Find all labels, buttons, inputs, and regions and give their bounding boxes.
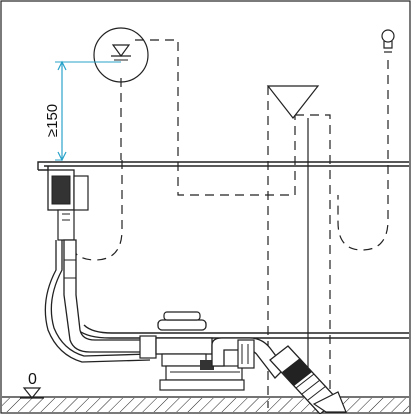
floor-level-label: 0 bbox=[28, 371, 37, 388]
dimension-indicator bbox=[55, 60, 121, 162]
funnel-symbol bbox=[266, 85, 320, 395]
drain-plug bbox=[157, 319, 207, 331]
dashed-overflow-route bbox=[135, 39, 296, 196]
floor-level-marker-icon bbox=[22, 387, 42, 399]
dimension-label: ≥150 bbox=[44, 103, 62, 138]
dashed-drain-route bbox=[295, 114, 331, 390]
bulb-icon bbox=[381, 29, 395, 53]
hidden-lines bbox=[67, 39, 389, 408]
overflow-head bbox=[47, 169, 89, 241]
water-level-symbol bbox=[93, 27, 149, 83]
floor bbox=[2, 396, 409, 412]
bathtub-bottom bbox=[77, 324, 409, 339]
control-cables bbox=[44, 240, 151, 363]
overflow-pipe bbox=[63, 239, 151, 353]
water-level-triangle-icon bbox=[111, 44, 131, 58]
floor-hatching bbox=[2, 398, 409, 412]
bathtub-rim bbox=[37, 161, 409, 171]
outlet-pipe bbox=[269, 345, 347, 414]
dashed-trap-loop bbox=[337, 60, 389, 251]
elbow-connector bbox=[211, 337, 286, 379]
drain-assembly bbox=[139, 311, 245, 391]
